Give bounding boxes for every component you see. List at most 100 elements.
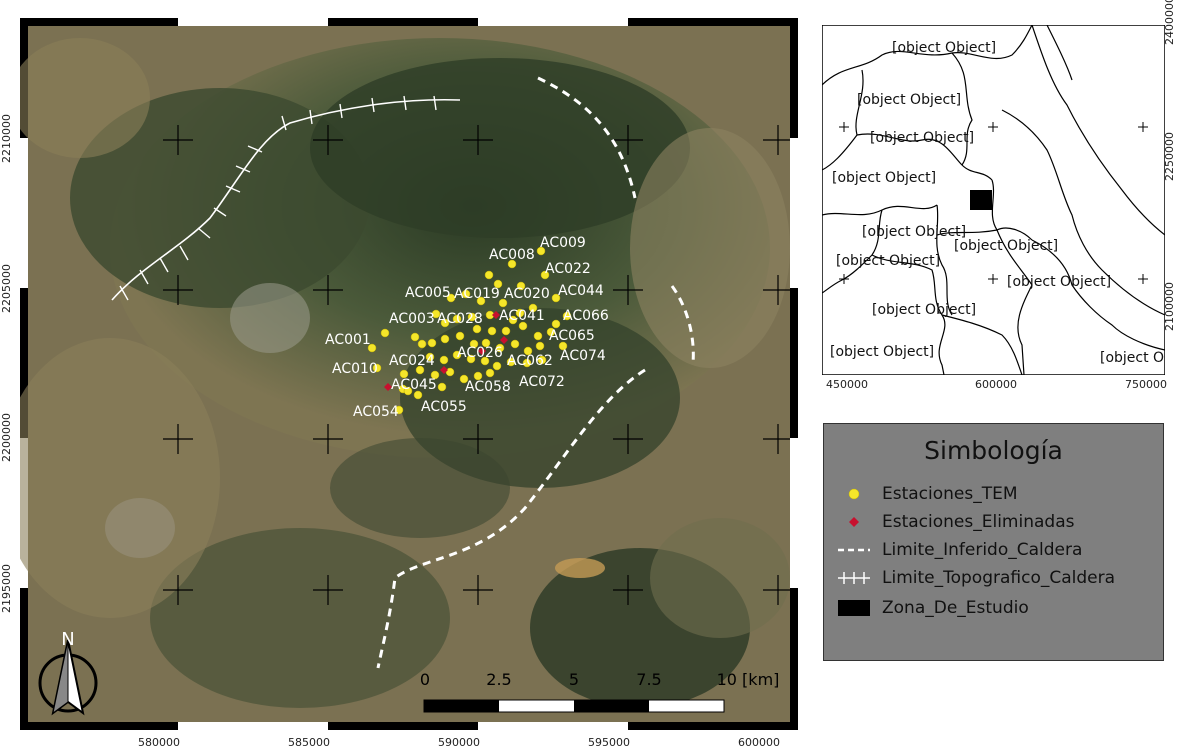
- station-point[interactable]: [515, 308, 525, 318]
- state-label: [object Object]: [836, 253, 940, 269]
- station-point[interactable]: [495, 343, 505, 353]
- station-point[interactable]: [367, 343, 377, 353]
- station-label: AC066: [563, 308, 609, 324]
- station-label: AC058: [465, 379, 511, 395]
- station-label: AC003: [389, 311, 435, 327]
- station-point[interactable]: [528, 303, 538, 313]
- station-label: AC019: [454, 286, 500, 302]
- ticked-line-icon: [836, 568, 872, 588]
- station-point[interactable]: [481, 338, 491, 348]
- station-point[interactable]: [498, 298, 508, 308]
- station-point[interactable]: [506, 357, 516, 367]
- scale-label-1: 2.5: [486, 670, 511, 689]
- station-point[interactable]: [461, 289, 471, 299]
- station-point[interactable]: [518, 321, 528, 331]
- station-point[interactable]: [484, 270, 494, 280]
- station-point[interactable]: [446, 293, 456, 303]
- station-point[interactable]: [507, 259, 517, 269]
- legend-title: Simbología: [924, 436, 1063, 465]
- station-point[interactable]: [473, 371, 483, 381]
- station-point[interactable]: [466, 354, 476, 364]
- state-label: [object Object]: [870, 130, 974, 146]
- station-point[interactable]: [413, 390, 423, 400]
- red-diamond-icon: [836, 512, 872, 532]
- state-boundaries: [821, 24, 1166, 376]
- station-point[interactable]: [415, 365, 425, 375]
- station-point[interactable]: [501, 326, 511, 336]
- station-label: AC020: [504, 286, 550, 302]
- legend-item-stations-tem: Estaciones_TEM: [836, 480, 1018, 508]
- station-point[interactable]: [510, 339, 520, 349]
- station-point[interactable]: [437, 382, 447, 392]
- station-label: AC010: [332, 361, 378, 377]
- station-point[interactable]: [417, 339, 427, 349]
- station-point[interactable]: [440, 318, 450, 328]
- station-label: AC022: [545, 261, 591, 277]
- station-point[interactable]: [440, 334, 450, 344]
- station-label: AC054: [353, 404, 399, 420]
- eliminated-station-point[interactable]: [440, 366, 448, 374]
- station-point[interactable]: [535, 341, 545, 351]
- station-point[interactable]: [493, 279, 503, 289]
- station-point[interactable]: [546, 327, 556, 337]
- station-point[interactable]: [394, 405, 404, 415]
- state-label: [object Object]: [1007, 274, 1111, 290]
- station-point[interactable]: [403, 386, 413, 396]
- legend-item-label: Estaciones_Eliminadas: [882, 512, 1075, 532]
- station-point[interactable]: [472, 324, 482, 334]
- state-label: [object Object]: [872, 302, 976, 318]
- station-point[interactable]: [562, 311, 572, 321]
- station-point[interactable]: [430, 370, 440, 380]
- station-label: AC065: [549, 328, 595, 344]
- state-label: [object Object]: [830, 344, 934, 360]
- eliminated-station-point[interactable]: [500, 336, 508, 344]
- station-point[interactable]: [431, 309, 441, 319]
- station-label: AC044: [558, 283, 604, 299]
- station-label: AC072: [519, 374, 565, 390]
- scale-label-4: 10 [km]: [717, 670, 780, 689]
- station-point[interactable]: [380, 328, 390, 338]
- station-label: AC005: [405, 285, 451, 301]
- station-point[interactable]: [452, 350, 462, 360]
- topographic-caldera-limit: [111, 95, 461, 301]
- station-point[interactable]: [492, 361, 502, 371]
- state-label: [object Object]: [1100, 350, 1165, 366]
- station-point[interactable]: [399, 369, 409, 379]
- station-point[interactable]: [533, 331, 543, 341]
- station-point[interactable]: [372, 363, 382, 373]
- station-point[interactable]: [427, 338, 437, 348]
- station-point[interactable]: [410, 332, 420, 342]
- station-point[interactable]: [467, 312, 477, 322]
- station-point[interactable]: [487, 326, 497, 336]
- station-point[interactable]: [425, 352, 435, 362]
- station-point[interactable]: [508, 315, 518, 325]
- station-point[interactable]: [459, 374, 469, 384]
- station-label: AC026: [457, 345, 503, 361]
- station-point[interactable]: [540, 270, 550, 280]
- station-point[interactable]: [551, 319, 561, 329]
- station-point[interactable]: [516, 281, 526, 291]
- station-point[interactable]: [536, 246, 546, 256]
- station-point[interactable]: [452, 314, 462, 324]
- station-point[interactable]: [476, 296, 486, 306]
- station-point[interactable]: [523, 346, 533, 356]
- eliminated-station-point[interactable]: [384, 383, 392, 391]
- x-tick-label: 590000: [438, 736, 480, 749]
- eliminated-station-point[interactable]: [478, 347, 486, 355]
- station-point[interactable]: [485, 368, 495, 378]
- station-point[interactable]: [537, 355, 547, 365]
- x-tick-label: 600000: [738, 736, 780, 749]
- station-point[interactable]: [439, 355, 449, 365]
- station-point[interactable]: [469, 339, 479, 349]
- inset-map[interactable]: [object Object] [object Object] [object …: [821, 24, 1183, 376]
- station-point[interactable]: [480, 356, 490, 366]
- station-point[interactable]: [522, 358, 532, 368]
- inset-x-tick-label: 450000: [826, 378, 868, 391]
- eliminated-station-point[interactable]: [492, 311, 500, 319]
- station-point[interactable]: [558, 341, 568, 351]
- station-label: AC041: [499, 308, 545, 324]
- station-point[interactable]: [455, 331, 465, 341]
- station-point[interactable]: [551, 293, 561, 303]
